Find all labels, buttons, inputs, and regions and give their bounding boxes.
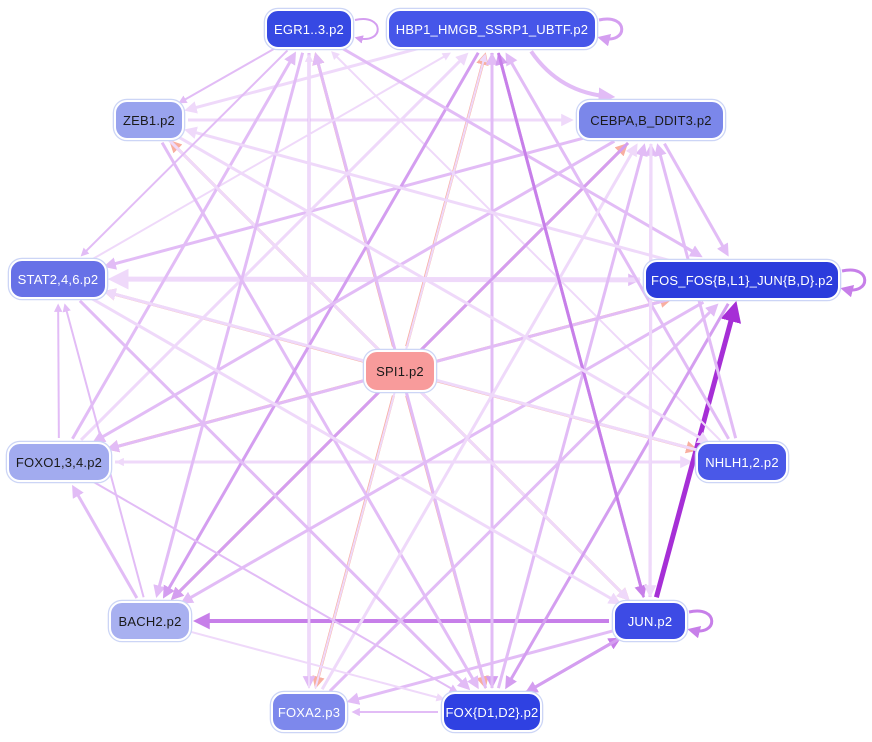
- node-nhlh[interactable]: NHLH1,2.p2: [696, 442, 788, 482]
- edge-jun-foxd[interactable]: [524, 636, 622, 694]
- edge-hbp1-jun[interactable]: [496, 52, 647, 599]
- edge-zeb1-nhlh[interactable]: [176, 135, 711, 444]
- edge-cebpa-fos[interactable]: [663, 142, 729, 257]
- node-egr1[interactable]: EGR1..3.p2: [265, 9, 353, 49]
- node-jun[interactable]: JUN.p2: [613, 601, 687, 641]
- edge-stat-hbp1[interactable]: [90, 52, 451, 261]
- edge-egr1-fos[interactable]: [339, 45, 703, 258]
- edge-nhlh-egr1[interactable]: [331, 51, 722, 442]
- edge-stat-jun[interactable]: [89, 296, 622, 605]
- edge-foxo-hbp1[interactable]: [79, 52, 469, 442]
- self-loop-jun[interactable]: [687, 609, 714, 639]
- edge-foxo-foxd[interactable]: [91, 480, 459, 693]
- edge-egr1-stat[interactable]: [80, 49, 289, 257]
- edge-hbp1-zeb1[interactable]: [184, 46, 423, 114]
- edge-egr1-zeb1[interactable]: [178, 46, 278, 104]
- node-fos[interactable]: FOS_FOS{B,L1}_JUN{B,D}.p2: [644, 260, 840, 300]
- self-loop-egr1[interactable]: [354, 17, 379, 44]
- node-bach2[interactable]: BACH2.p2: [109, 601, 191, 641]
- node-foxd[interactable]: FOX{D1,D2}.p2: [442, 692, 542, 732]
- edge-cebpa-jun[interactable]: [643, 143, 657, 598]
- node-foxa2[interactable]: FOXA2.p3: [271, 692, 347, 732]
- self-loop-hbp1[interactable]: [597, 17, 624, 47]
- node-hbp1[interactable]: HBP1_HMGB_SSRP1_UBTF.p2: [387, 9, 597, 49]
- edge-bach2-foxd[interactable]: [190, 630, 445, 702]
- edge-jun-foxa2[interactable]: [346, 629, 614, 705]
- node-spi1[interactable]: SPI1.p2: [364, 350, 436, 392]
- node-cebpa[interactable]: CEBPA,B_DDIT3.p2: [577, 100, 725, 140]
- edge-cebpa-stat[interactable]: [103, 134, 593, 270]
- node-stat[interactable]: STAT2,4,6.p2: [9, 259, 107, 299]
- edge-hbp1-bach2[interactable]: [162, 52, 480, 599]
- node-zeb1[interactable]: ZEB1.p2: [114, 100, 184, 140]
- edge-zeb1-foxd[interactable]: [160, 141, 479, 690]
- edge-foxa2-cebpa[interactable]: [320, 143, 638, 690]
- edge-cebpa-foxo[interactable]: [92, 139, 616, 443]
- edge-hbp1-cebpa[interactable]: [529, 50, 616, 105]
- self-loop-fos[interactable]: [840, 268, 867, 298]
- edge-stat-foxd[interactable]: [78, 299, 471, 691]
- node-foxo[interactable]: FOXO1,3,4.p2: [7, 442, 111, 482]
- edge-jun-fos[interactable]: [653, 300, 742, 598]
- edge-fos-zeb1[interactable]: [184, 126, 676, 264]
- edge-fos-bach2[interactable]: [180, 300, 705, 604]
- edge-foxo-stat[interactable]: [53, 303, 63, 439]
- edge-bach2-foxo[interactable]: [72, 484, 139, 599]
- edge-foxo-egr1[interactable]: [71, 51, 296, 440]
